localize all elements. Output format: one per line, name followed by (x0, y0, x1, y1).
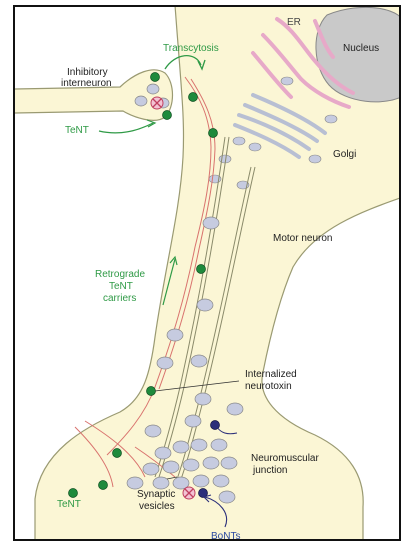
internalized-label-1: Internalized (245, 369, 297, 380)
inhibitory-label-2: interneuron (61, 78, 112, 89)
tent-top-label: TeNT (65, 125, 89, 136)
transcytosis-label: Transcytosis (163, 43, 219, 54)
tent-leader (99, 123, 153, 133)
tent-bottom-label: TeNT (57, 499, 81, 510)
synaptic-label-1: Synaptic (137, 489, 175, 500)
internalized-label-2: neurotoxin (245, 381, 292, 392)
inhibitory-label-1: Inhibitory (67, 67, 108, 78)
retrograde-label-2: TeNT (109, 281, 133, 292)
blocked-release-icon (183, 487, 195, 499)
retrograde-label-1: Retrograde (95, 269, 145, 280)
synaptic-label-2: vesicles (139, 501, 175, 512)
golgi-label: Golgi (333, 149, 356, 160)
neuron-diagram: ER Nucleus Transcytosis Inhibitory inter… (15, 7, 401, 541)
bonts-label: BoNTs (211, 531, 240, 541)
er-label: ER (287, 17, 301, 28)
motor-neuron-label: Motor neuron (273, 233, 332, 244)
diagram-frame: ER Nucleus Transcytosis Inhibitory inter… (13, 5, 401, 541)
retrograde-label-3: carriers (103, 293, 136, 304)
nmj-label-1: Neuromuscular (251, 453, 319, 464)
nucleus-label: Nucleus (343, 43, 379, 54)
nmj-label-2: junction (252, 465, 287, 476)
blocked-release-icon (151, 97, 163, 109)
